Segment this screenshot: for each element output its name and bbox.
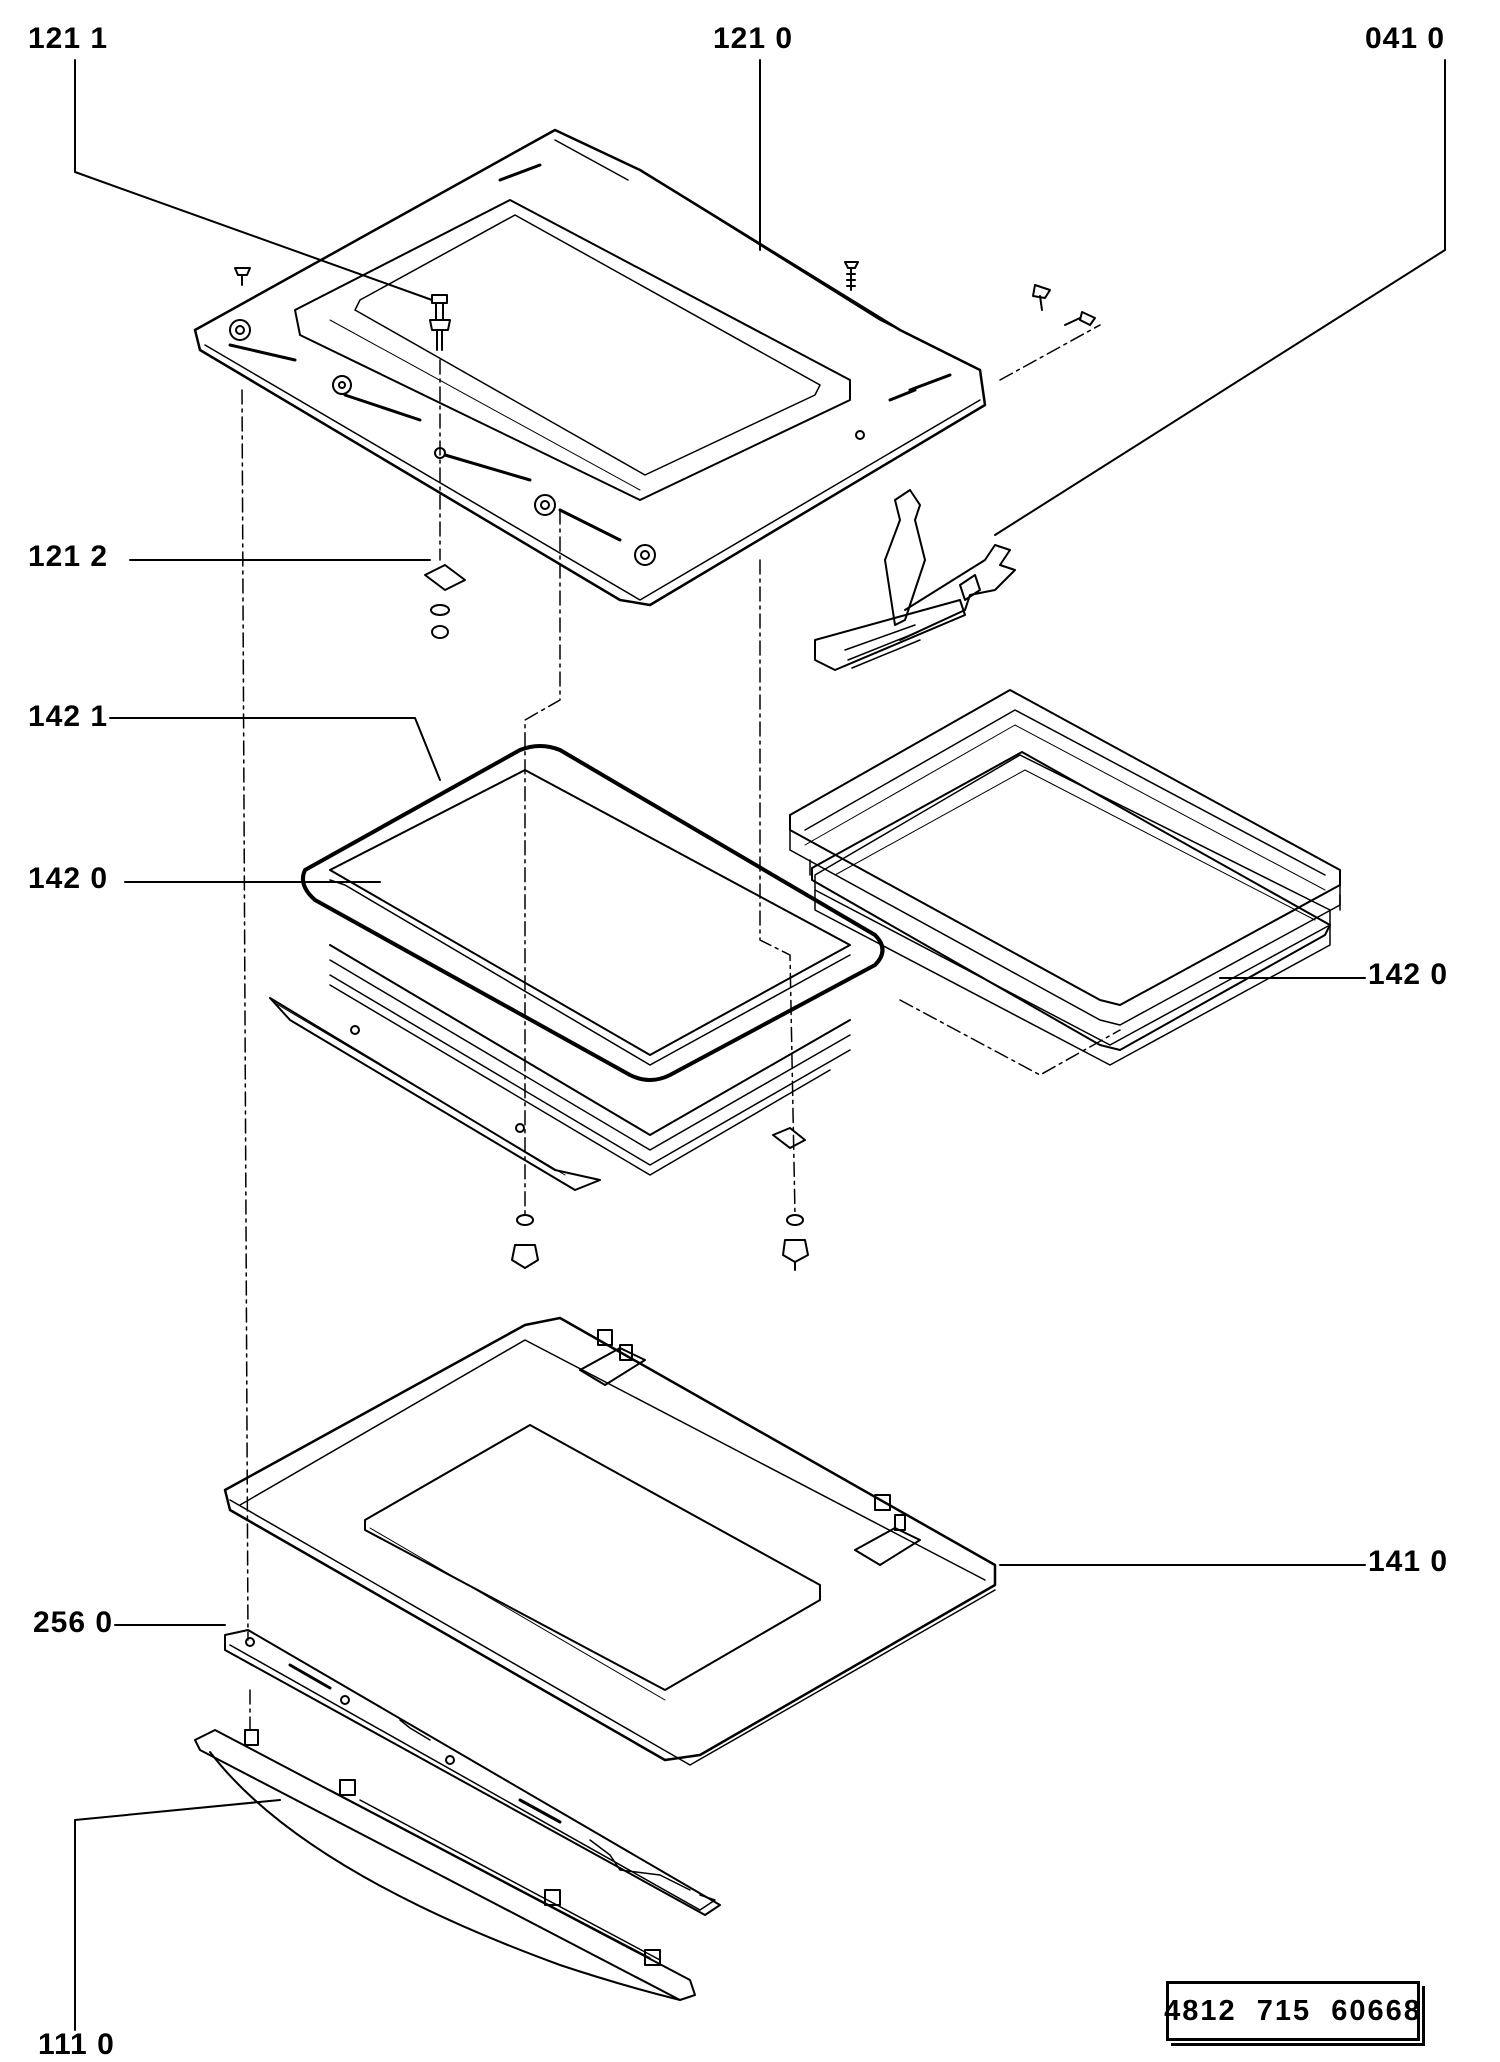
label-142-0-left: 142 0 — [28, 862, 109, 895]
assembly-center-lines — [241, 324, 1121, 1731]
clip-plate — [424, 564, 466, 639]
door-pin-screw — [429, 294, 451, 351]
label-111-0: 111 0 — [38, 2028, 115, 2061]
inner-door-panel — [193, 128, 987, 607]
door-gasket — [301, 744, 885, 1082]
outer-glass-stack — [789, 689, 1341, 1066]
glass-retaining-rails — [269, 944, 851, 1191]
door-handle — [194, 1729, 696, 2001]
label-141-0: 141 0 — [1368, 1545, 1449, 1578]
channel-strip — [224, 1629, 721, 1916]
panel-screws — [234, 261, 1096, 326]
glass-fasteners — [511, 1127, 809, 1271]
leader-lines — [74, 59, 1446, 2031]
outer-door-panel — [223, 1316, 997, 1766]
label-121-1: 121 1 — [28, 22, 109, 55]
outer-glass-sheet — [811, 751, 1331, 1051]
label-121-2: 121 2 — [28, 540, 109, 573]
hinge-assembly — [814, 489, 1016, 671]
label-142-0-right: 142 0 — [1368, 958, 1449, 991]
label-256-0: 256 0 — [33, 1606, 114, 1639]
label-041-0: 041 0 — [1365, 22, 1446, 55]
label-121-0: 121 0 — [713, 22, 794, 55]
document-number-box: 4812 715 60668 — [1164, 1981, 1425, 2046]
label-142-1: 142 1 — [28, 700, 109, 733]
document-number: 4812 715 60668 — [1164, 1994, 1422, 2027]
